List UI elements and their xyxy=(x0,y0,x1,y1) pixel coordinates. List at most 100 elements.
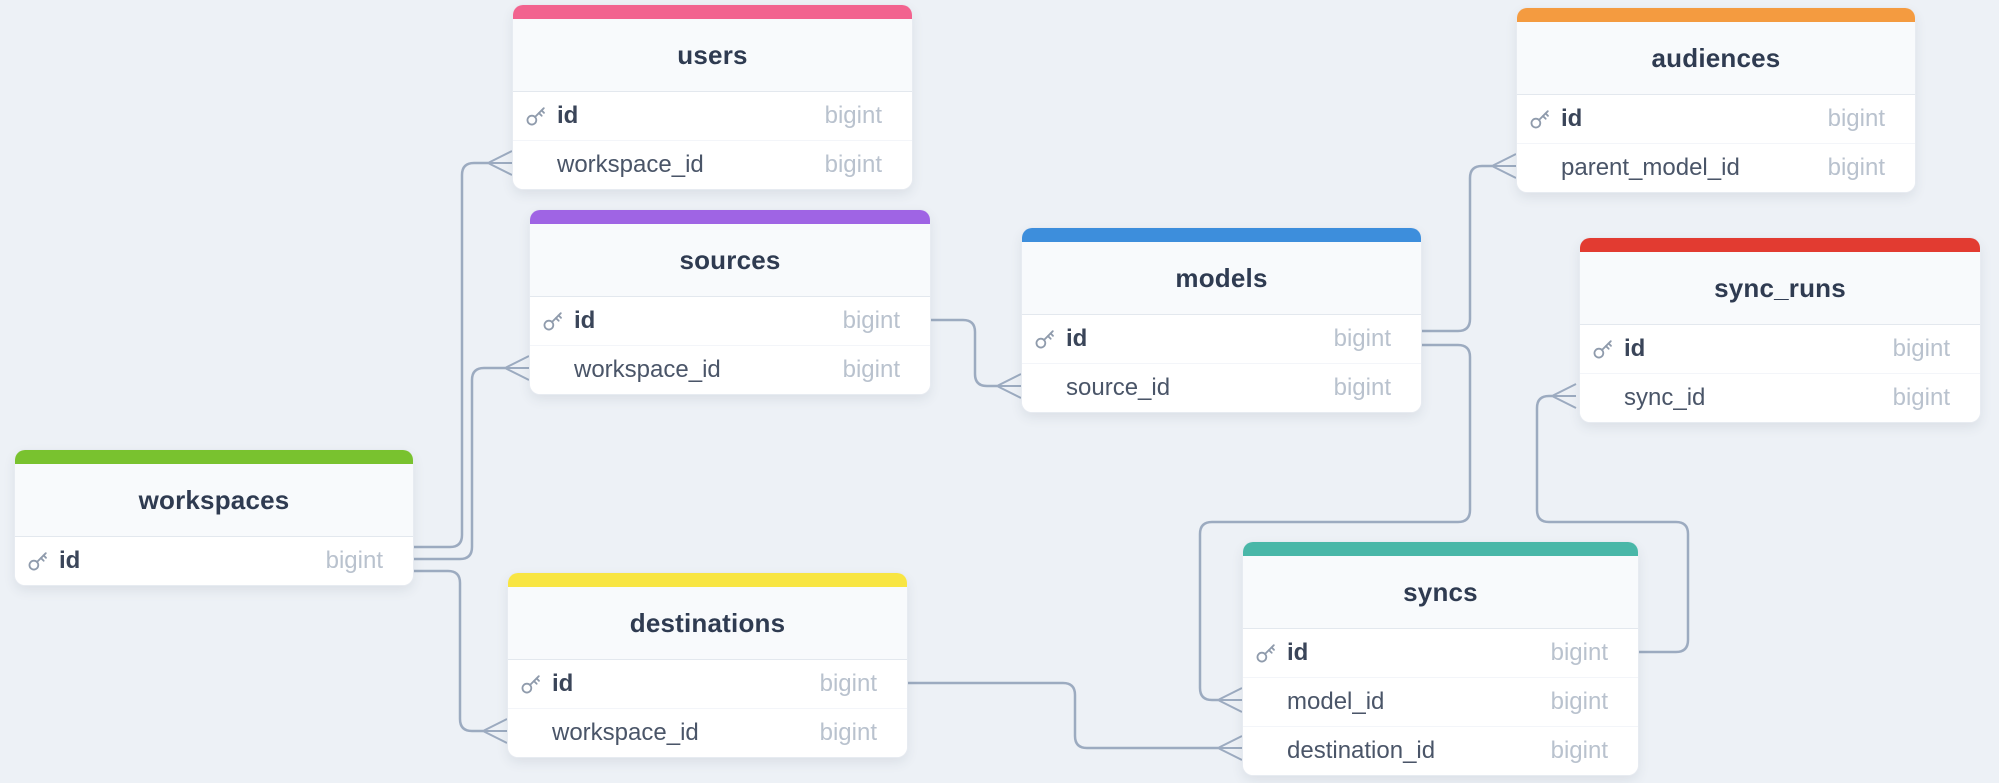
field-type: bigint xyxy=(842,356,900,383)
table-title: sync_runs xyxy=(1580,252,1980,325)
field-name: source_id xyxy=(1066,374,1171,401)
table-color-bar xyxy=(1022,228,1421,242)
relationship-connector-workspaces.id-to-destinations.workspace_id xyxy=(413,569,508,744)
table-card-workspaces[interactable]: workspaces id bigint xyxy=(15,450,413,585)
crow-foot-icon xyxy=(1551,383,1577,409)
field-row: source_id bigint xyxy=(1022,363,1421,412)
crow-foot-icon xyxy=(487,150,513,176)
primary-key-icon xyxy=(1255,642,1287,664)
crow-foot-icon xyxy=(996,373,1022,399)
field-row: workspace_id bigint xyxy=(530,345,930,394)
field-row: destination_id bigint xyxy=(1243,726,1638,775)
table-title: users xyxy=(513,19,912,92)
field-name: model_id xyxy=(1287,688,1385,715)
table-title: workspaces xyxy=(15,464,413,537)
table-title: syncs xyxy=(1243,556,1638,629)
field-name: workspace_id xyxy=(557,151,704,178)
field-row: id bigint xyxy=(1022,315,1421,363)
field-name: id xyxy=(59,547,81,574)
table-card-users[interactable]: users id bigint workspace_id bigint xyxy=(513,5,912,189)
crow-foot-icon xyxy=(1491,153,1517,179)
field-type: bigint xyxy=(842,307,900,334)
primary-key-icon xyxy=(27,550,59,572)
field-row: id bigint xyxy=(1243,629,1638,677)
field-type: bigint xyxy=(1892,384,1950,411)
table-title: destinations xyxy=(508,587,907,660)
field-row: workspace_id bigint xyxy=(513,140,912,189)
table-color-bar xyxy=(1580,238,1980,252)
field-type: bigint xyxy=(325,547,383,574)
table-title: audiences xyxy=(1517,22,1915,95)
field-type: bigint xyxy=(1892,335,1950,362)
field-row: sync_id bigint xyxy=(1580,373,1980,422)
field-list: id bigint xyxy=(15,537,413,585)
crow-foot-icon xyxy=(1217,687,1243,713)
field-name: id xyxy=(1287,639,1309,666)
field-row: model_id bigint xyxy=(1243,677,1638,726)
field-row: parent_model_id bigint xyxy=(1517,143,1915,192)
crow-foot-icon xyxy=(504,355,530,381)
field-name: id xyxy=(1624,335,1646,362)
field-type: bigint xyxy=(1333,325,1391,352)
field-list: id bigint workspace_id bigint xyxy=(513,92,912,189)
field-type: bigint xyxy=(1550,639,1608,666)
field-name: id xyxy=(1066,325,1088,352)
field-name: workspace_id xyxy=(574,356,721,383)
table-color-bar xyxy=(508,573,907,587)
table-color-bar xyxy=(530,210,930,224)
field-type: bigint xyxy=(1550,688,1608,715)
table-color-bar xyxy=(15,450,413,464)
field-type: bigint xyxy=(1550,737,1608,764)
field-row: id bigint xyxy=(1580,325,1980,373)
field-list: id bigint sync_id bigint xyxy=(1580,325,1980,422)
table-card-destinations[interactable]: destinations id bigint workspace_id bigint xyxy=(508,573,907,757)
field-type: bigint xyxy=(819,670,877,697)
crow-foot-icon xyxy=(1217,735,1243,761)
field-row: workspace_id bigint xyxy=(508,708,907,757)
field-list: id bigint parent_model_id bigint xyxy=(1517,95,1915,192)
field-type: bigint xyxy=(819,719,877,746)
field-name: id xyxy=(557,102,579,129)
relationship-connector-workspaces.id-to-users.workspace_id xyxy=(413,150,513,549)
field-type: bigint xyxy=(1827,105,1885,132)
field-row: id bigint xyxy=(513,92,912,140)
table-title: sources xyxy=(530,224,930,297)
field-name: parent_model_id xyxy=(1561,154,1740,181)
table-title: models xyxy=(1022,242,1421,315)
field-type: bigint xyxy=(1827,154,1885,181)
relationship-connector-models.id-to-audiences.parent_model_id xyxy=(1421,153,1517,333)
field-name: workspace_id xyxy=(552,719,699,746)
primary-key-icon xyxy=(542,310,574,332)
table-color-bar xyxy=(513,5,912,19)
field-list: id bigint workspace_id bigint xyxy=(508,660,907,757)
field-type: bigint xyxy=(1333,374,1391,401)
primary-key-icon xyxy=(525,105,557,127)
table-card-models[interactable]: models id bigint source_id bigint xyxy=(1022,228,1421,412)
crow-foot-icon xyxy=(482,718,508,744)
relationship-connector-sources.id-to-models.source_id xyxy=(930,318,1022,399)
field-row: id bigint xyxy=(15,537,413,585)
primary-key-icon xyxy=(1034,328,1066,350)
field-name: id xyxy=(1561,105,1583,132)
field-type: bigint xyxy=(824,151,882,178)
field-row: id bigint xyxy=(1517,95,1915,143)
field-row: id bigint xyxy=(508,660,907,708)
primary-key-icon xyxy=(520,673,552,695)
table-card-audiences[interactable]: audiences id bigint parent_model_id bigint xyxy=(1517,8,1915,192)
relationship-connector-workspaces.id-to-sources.workspace_id xyxy=(413,355,530,561)
relationship-connector-destinations.id-to-syncs.destination_id xyxy=(907,681,1243,761)
field-name: id xyxy=(552,670,574,697)
field-list: id bigint source_id bigint xyxy=(1022,315,1421,412)
field-type: bigint xyxy=(824,102,882,129)
field-name: sync_id xyxy=(1624,384,1706,411)
table-color-bar xyxy=(1517,8,1915,22)
table-color-bar xyxy=(1243,542,1638,556)
primary-key-icon xyxy=(1529,108,1561,130)
field-name: destination_id xyxy=(1287,737,1436,764)
